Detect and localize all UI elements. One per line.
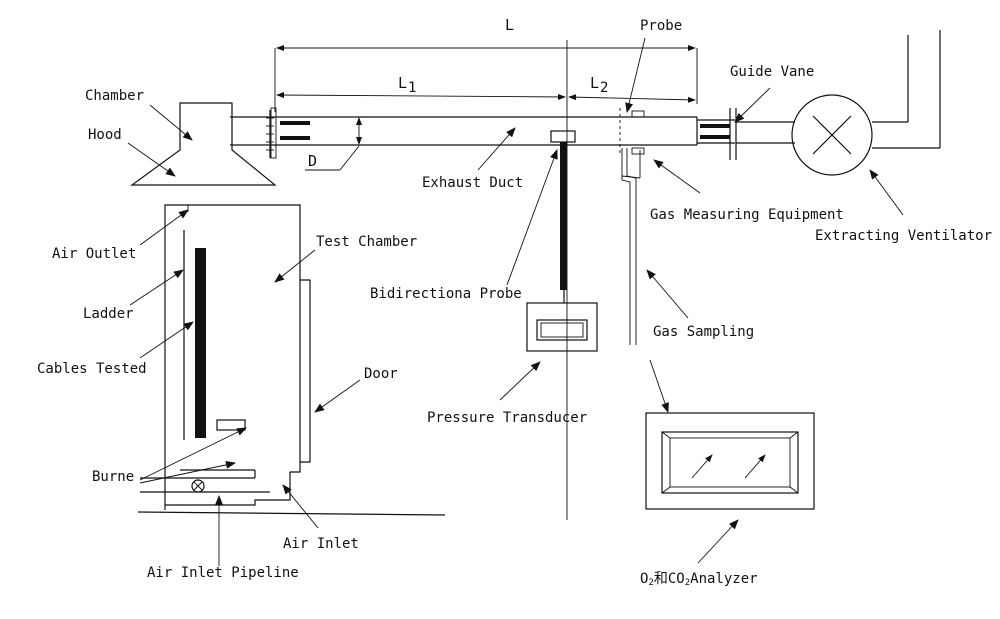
label-pressure-transducer: Pressure Transducer <box>427 410 587 426</box>
dimension-L1 <box>276 92 566 100</box>
label-air-inlet: Air Inlet <box>283 536 359 552</box>
test-chamber <box>137 204 446 516</box>
label-bidirectional-probe: Bidirectiona Probe <box>370 286 522 302</box>
label-gas-measuring-equipment: Gas Measuring Equipment <box>650 207 844 223</box>
label-ladder: Ladder <box>83 306 134 322</box>
label-air-inlet-pipeline: Air Inlet Pipeline <box>147 565 299 581</box>
label-test-chamber: Test Chamber <box>316 234 417 250</box>
label-L1-subscript: 1 <box>408 80 416 96</box>
label-exhaust-duct: Exhaust Duct <box>422 175 523 191</box>
analyzer <box>645 412 815 510</box>
label-door: Door <box>364 366 398 382</box>
label-extracting-ventilator: Extracting Ventilator <box>815 228 992 244</box>
label-chamber: Chamber <box>85 88 144 104</box>
label-L1: L <box>398 74 407 92</box>
label-probe: Probe <box>640 18 682 34</box>
label-burne: Burne <box>92 469 134 485</box>
gas-sampling-line <box>621 148 641 345</box>
dimension-lines <box>274 40 698 520</box>
label-D: D <box>308 152 317 170</box>
label-L2-subscript: 2 <box>600 80 608 96</box>
label-L: L <box>505 16 514 34</box>
duct-to-ventilator <box>697 108 795 160</box>
dimension-L2 <box>568 94 696 103</box>
label-cables-tested: Cables Tested <box>37 361 147 377</box>
label-hood: Hood <box>88 127 122 143</box>
label-guide-vane: Guide Vane <box>730 64 814 80</box>
leader-arrows <box>127 37 904 566</box>
exhaust-duct <box>230 107 698 171</box>
label-analyzer: O2和CO2Analyzer <box>640 571 758 588</box>
pressure-transducer <box>526 302 598 352</box>
label-air-outlet: Air Outlet <box>52 246 136 262</box>
bidirectional-probe <box>550 130 576 303</box>
labels: L L 1 L 2 Probe Guide Vane Chamber Hood … <box>37 16 992 588</box>
hood <box>130 102 277 186</box>
extracting-ventilator <box>791 30 941 176</box>
label-gas-sampling: Gas Sampling <box>653 324 754 340</box>
label-L2: L <box>590 74 599 92</box>
